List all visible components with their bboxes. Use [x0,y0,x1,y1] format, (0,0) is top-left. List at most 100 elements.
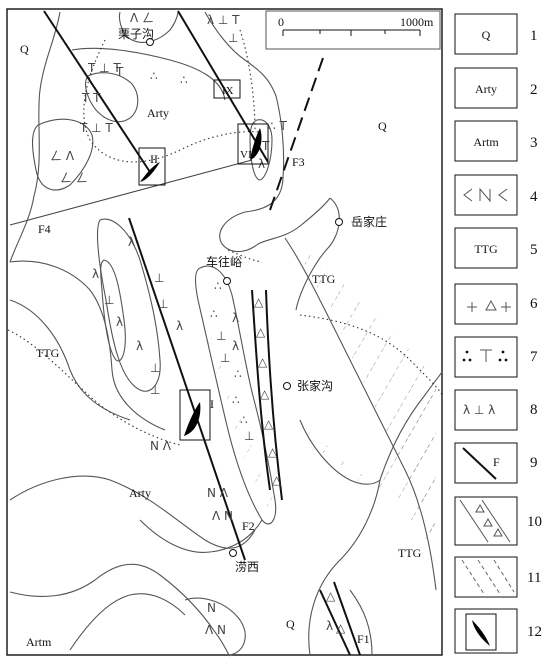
label-ttg-center: TTG [312,272,336,286]
svg-text:∴ T: ∴ T [268,119,287,133]
fault-f2 [128,217,246,561]
label-arty-top: Arty [147,106,169,120]
legend-text-2: Arty [475,82,497,96]
legend-num-1: 1 [530,28,538,44]
legend-item-4: 4 [454,174,538,216]
label-q-top-left: Q [20,42,29,56]
fault-f1-a [319,589,351,656]
place-lizigou: 栗子沟 [118,27,154,41]
dotted-boundaries [7,29,443,446]
geologic-contacts [9,11,443,657]
svg-text:∴: ∴ [240,413,248,427]
legend-num-8: 8 [530,402,538,418]
place-names: 栗子沟 岳家庄 车往峪 张家沟 涝西 [118,27,387,574]
legend-ore-body-symbol [472,620,490,646]
svg-text:⊥: ⊥ [244,429,254,443]
place-chewangyu: 车往峪 [206,254,242,269]
legend-num-7: 7 [530,349,538,365]
svg-text:△: △ [268,445,278,459]
legend-text-5: TTG [474,242,498,256]
legend-breccia-symbol [459,499,511,543]
svg-text:λ: λ [136,339,143,353]
label-artm: Artm [26,635,52,649]
svg-text:T ⊥ T: T ⊥ T [79,121,113,135]
label-arty-bottom: Arty [129,486,151,500]
svg-text:⊥: ⊥ [158,297,168,311]
place-markers [146,38,343,557]
marker-yuejiazhuang [335,218,343,226]
svg-text:Ν: Ν [207,601,216,615]
svg-text:λ: λ [232,311,239,325]
legend-num-11: 11 [527,570,541,586]
fault-f3-dashed [269,57,324,211]
legend-gneiss-symbol [463,187,508,203]
legend-item-11: 11 [454,556,541,598]
label-ttg-bottom-right: TTG [398,546,422,560]
place-zhangjiagou: 张家沟 [297,378,333,393]
legend-num-9: 9 [530,455,538,471]
legend-num-3: 3 [530,135,538,151]
svg-text:∴: ∴ [210,307,218,321]
legend-num-5: 5 [530,242,538,258]
legend-item-2: Arty 2 [454,67,538,109]
svg-text:ㄥ ㄥ: ㄥ ㄥ [60,171,88,185]
legend-text-3: Artm [473,135,499,149]
legend-lambda-symbol: λ ⊥ λ [463,403,495,417]
legend: Q 1 Arty 2 Artm 3 4 TTG [454,13,542,654]
svg-text:λ: λ [92,267,99,281]
svg-text:Ν Λ: Ν Λ [150,439,172,453]
legend-num-4: 4 [530,189,538,205]
legend-dot-t-symbol [462,350,508,362]
svg-text:△: △ [326,589,336,603]
legend-granite-symbol [467,299,511,312]
svg-text:∴: ∴ [180,73,188,87]
svg-text:△: △ [256,325,266,339]
legend-text-1: Q [482,28,491,42]
fault-central-2 [265,289,283,501]
marker-zhangjiagou [283,382,291,390]
label-f3: F3 [292,155,305,169]
label-ttg-left: TTG [36,346,60,360]
svg-text:Λ Ν: Λ Ν [212,509,233,523]
svg-text:ㄥ Λ: ㄥ Λ [50,149,75,163]
svg-text:∴: ∴ [234,367,242,381]
legend-num-10: 10 [527,514,542,530]
ore-bodies: II VII IX I [138,79,269,441]
svg-text:T: T [261,139,270,153]
ore-label-ii: II [150,152,158,166]
svg-text:λ: λ [232,339,239,353]
scale-start: 0 [278,15,284,29]
svg-text:⊥: ⊥ [150,361,160,375]
legend-text-9: F [493,455,500,469]
svg-text:T: T [115,65,124,79]
legend-mylonite-symbol [461,559,515,595]
legend-item-1: Q 1 [454,13,538,55]
unit-labels: Q Q Q Arty Arty Artm TTG TTG TTG F1 F2 F… [20,42,422,649]
svg-text:△: △ [258,355,268,369]
faults [43,10,361,656]
svg-text:λ ⊥ T: λ ⊥ T [207,13,240,27]
ttg-hatched-zone-east [300,380,436,560]
svg-text:λ: λ [176,319,183,333]
fault-central-1 [251,289,271,491]
legend-item-9: F 9 [454,442,538,484]
svg-text:△: △ [272,473,282,487]
svg-text:∴: ∴ [232,393,240,407]
svg-text:△: △ [254,295,264,309]
label-q-bottom: Q [286,617,295,631]
svg-text:Λ ㄥ: Λ ㄥ [130,11,154,25]
svg-text:T ⊥ T: T ⊥ T [87,61,121,75]
legend-num-12: 12 [527,624,542,640]
label-f2: F2 [242,519,255,533]
legend-num-2: 2 [530,82,538,98]
legend-item-7: 7 [454,336,538,378]
ore-label-i: I [210,397,214,411]
marker-chewangyu [223,277,231,285]
label-q-right: Q [378,119,387,133]
svg-text:⊥: ⊥ [154,271,164,285]
ttg-hatched-zone [290,240,436,560]
marker-lizigou [146,38,154,46]
scale-end: 1000m [400,15,434,29]
svg-text:∴: ∴ [214,279,222,293]
